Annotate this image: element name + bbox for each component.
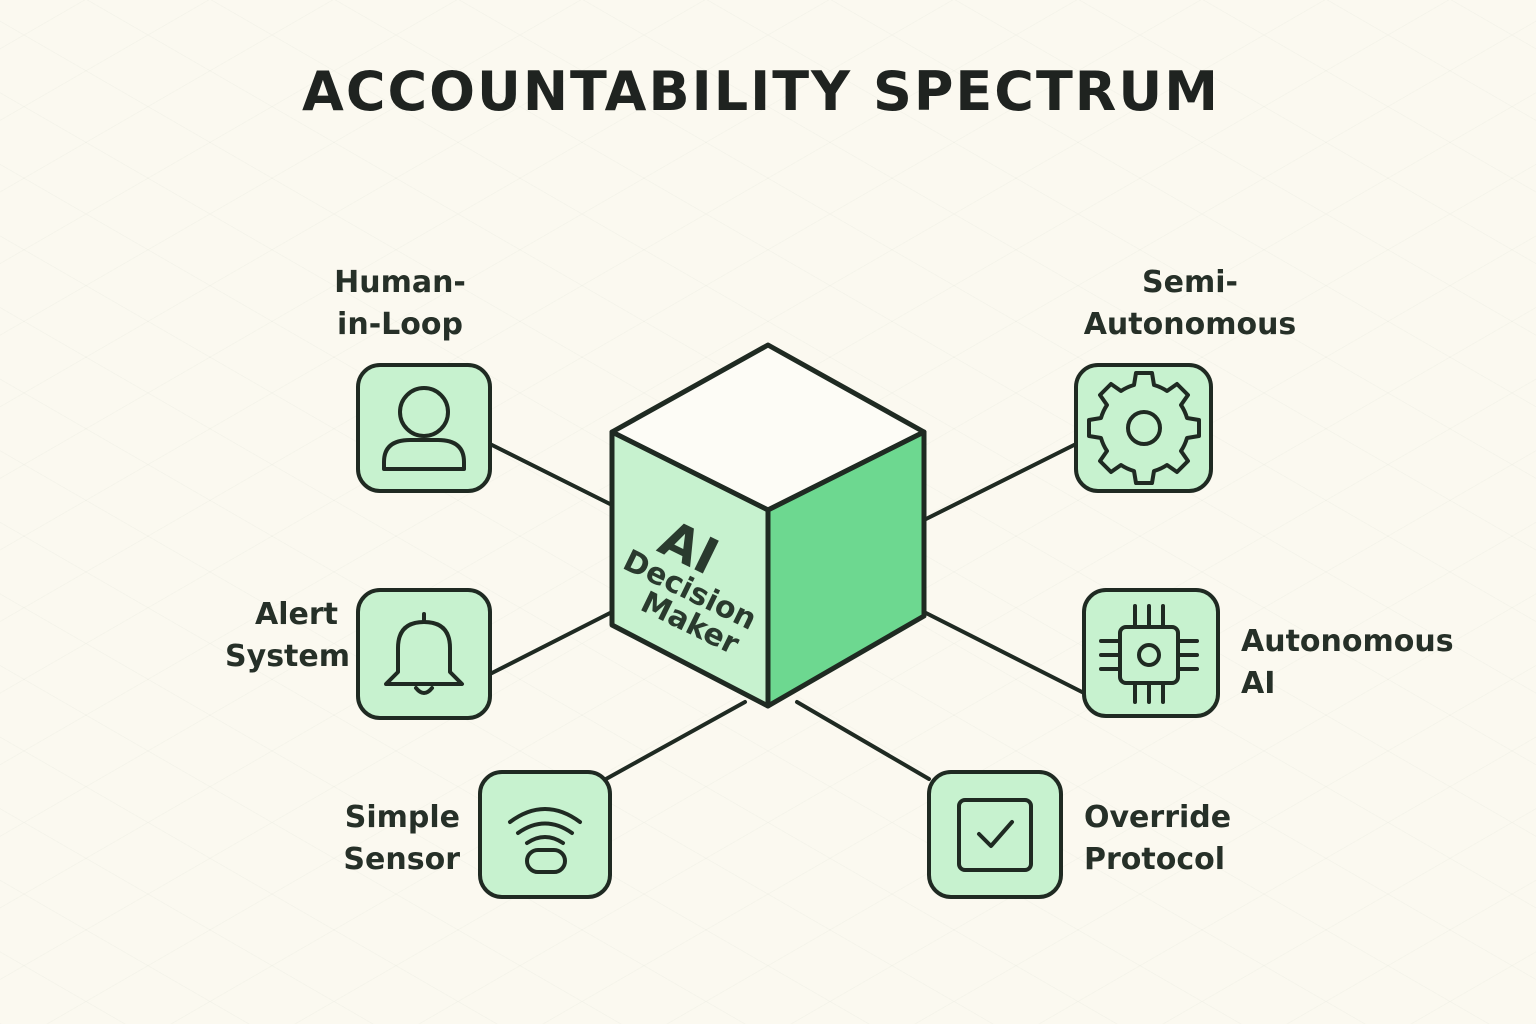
checkbox-icon: [957, 798, 1033, 872]
node-box: [927, 770, 1063, 899]
wireless-sensor-icon: [508, 807, 582, 874]
ai-decision-maker-cube: [609, 342, 927, 709]
label-alert-system: Alert System: [190, 594, 350, 678]
node-box: [1074, 363, 1213, 493]
node-box: [356, 588, 492, 720]
label-line: Autonomous: [1241, 624, 1454, 659]
label-line: Semi-: [1142, 265, 1238, 300]
label-human-in-loop: Human- in-Loop: [320, 262, 480, 346]
label-line: Sensor: [343, 842, 460, 877]
label-line: System: [225, 639, 350, 674]
node-box: [1082, 588, 1220, 718]
node-semi-autonomous: [1074, 363, 1213, 493]
bell-icon: [384, 612, 464, 695]
label-line: Override: [1084, 800, 1232, 835]
label-semi-autonomous: Semi- Autonomous: [1070, 262, 1310, 346]
node-autonomous-ai: [1082, 588, 1220, 718]
label-simple-sensor: Simple Sensor: [300, 797, 460, 881]
label-line: Autonomous: [1083, 307, 1297, 342]
chip-icon: [1099, 604, 1199, 704]
connector-alert-system: [488, 610, 614, 676]
connector-override-protocol: [795, 700, 931, 781]
connector-autonomous-ai: [922, 610, 1086, 695]
node-box: [478, 770, 612, 899]
connector-human-in-loop: [488, 442, 614, 507]
person-icon: [382, 386, 466, 471]
label-line: Alert: [255, 597, 338, 632]
label-override-protocol: Override Protocol: [1084, 797, 1284, 881]
gear-icon: [1087, 371, 1201, 485]
node-override-protocol: [927, 770, 1063, 899]
node-human-in-loop: [356, 363, 492, 493]
node-box: [356, 363, 492, 493]
connector-simple-sensor: [604, 700, 747, 781]
label-line: Simple: [344, 800, 460, 835]
label-line: Human-: [334, 265, 466, 300]
label-line: AI: [1241, 666, 1276, 701]
node-simple-sensor: [478, 770, 612, 899]
cube-side-face: [765, 429, 927, 709]
label-line: in-Loop: [337, 307, 463, 342]
connector-semi-autonomous: [922, 442, 1078, 522]
page-title: ACCOUNTABILITY SPECTRUM: [302, 60, 1220, 123]
label-autonomous-ai: Autonomous AI: [1241, 621, 1481, 705]
label-line: Protocol: [1084, 842, 1226, 877]
node-alert-system: [356, 588, 492, 720]
